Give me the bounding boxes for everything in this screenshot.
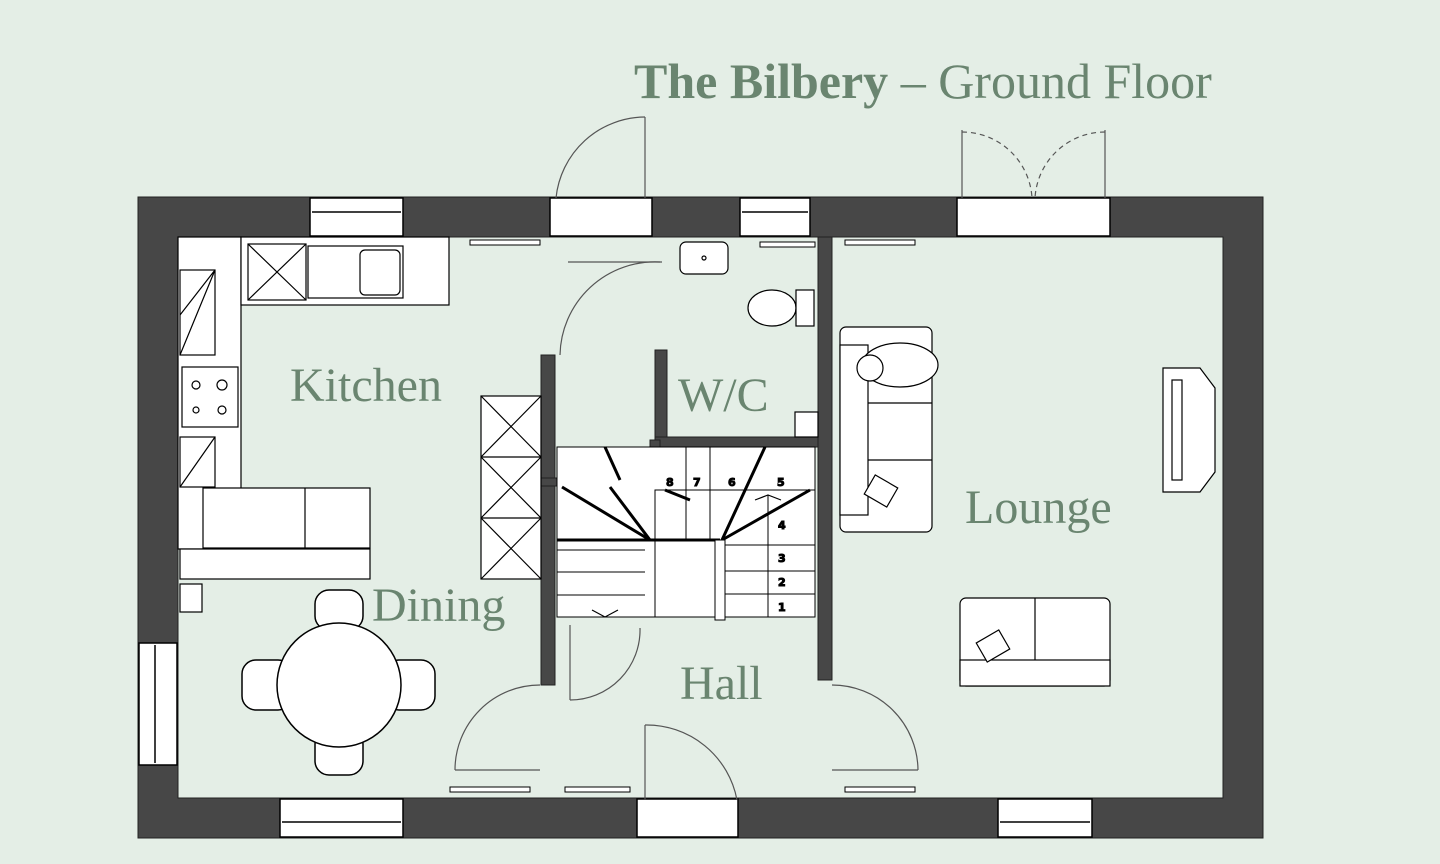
step-number: 4	[778, 519, 786, 532]
plan-title: The Bilbery – Ground Floor	[634, 52, 1212, 110]
house-name: The Bilbery	[634, 53, 889, 109]
room-label-lounge: Lounge	[965, 481, 1112, 534]
outer-walls	[137, 196, 1264, 839]
room-label-kitchen: Kitchen	[290, 359, 442, 412]
floor-name: Ground Floor	[938, 53, 1212, 109]
step-number: 2	[778, 576, 786, 589]
kitchen-units	[177, 236, 450, 613]
tall-units	[480, 395, 542, 580]
windows	[138, 197, 1111, 838]
lounge-furniture	[839, 326, 1216, 687]
room-label-dining: Dining	[372, 579, 506, 632]
dining-table	[241, 589, 436, 776]
room-label-wc: W/C	[678, 369, 769, 422]
step-number: 7	[693, 476, 701, 489]
door-swings	[454, 116, 1106, 801]
room-label-hall: Hall	[680, 657, 763, 710]
step-number: 6	[728, 476, 736, 489]
staircase: 1 2 3 4 5 6 7 8	[556, 446, 816, 621]
step-number: 3	[778, 552, 786, 565]
step-number: 8	[666, 476, 674, 489]
step-number: 5	[777, 476, 785, 489]
step-number: 1	[778, 601, 786, 614]
wc-fixtures	[679, 241, 819, 438]
radiators	[449, 239, 916, 793]
title-separator: –	[888, 53, 939, 109]
